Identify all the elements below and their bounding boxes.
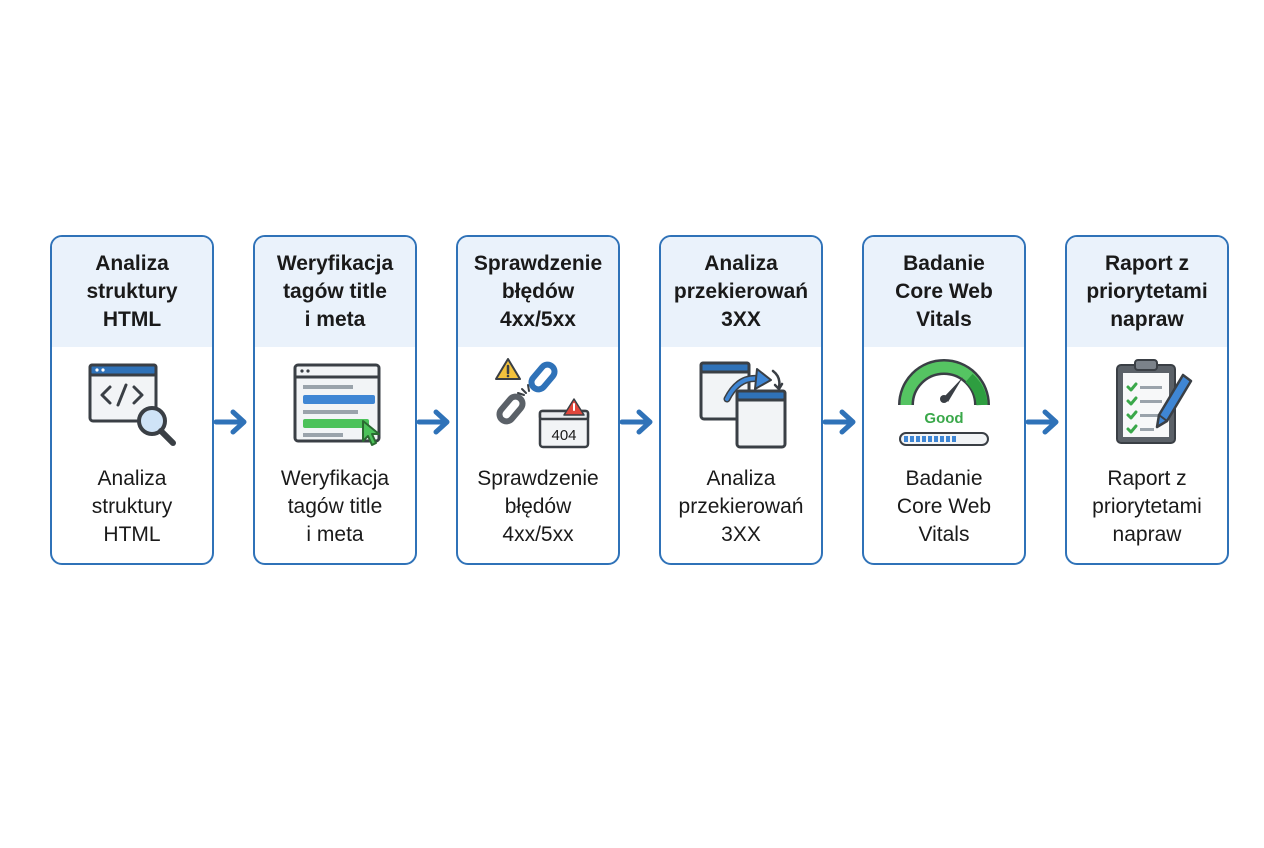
step-title: Raport z priorytetami napraw — [1086, 252, 1208, 331]
step-card-report: Raport z priorytetami napraw Raport z pr… — [1065, 235, 1229, 565]
speed-gauge-icon: Good — [884, 355, 1004, 455]
html-code-search-icon — [72, 355, 192, 455]
gauge-rating-label: Good — [924, 410, 963, 427]
meta-tags-page-icon — [275, 355, 395, 455]
step-card-redirects: Analiza przekierowań 3XX Analiza przekie… — [659, 235, 823, 565]
arrow-right-icon — [1025, 406, 1065, 438]
step-card-meta-tags: Weryfikacja tagów title i meta Weryfikac… — [253, 235, 417, 565]
step-title: Badanie Core Web Vitals — [895, 252, 993, 331]
step-description: Badanie Core Web Vitals — [896, 467, 992, 546]
step-card-core-web-vitals: Badanie Core Web Vitals Good Badanie Cor… — [862, 235, 1026, 565]
arrow-right-icon — [619, 406, 659, 438]
redirect-windows-icon — [681, 355, 801, 455]
step-description: Sprawdzenie błędów 4xx/5xx — [477, 467, 599, 546]
step-title: Sprawdzenie błędów 4xx/5xx — [473, 252, 603, 331]
step-card-http-errors: Sprawdzenie błędów 4xx/5xx 404 Sprawdzen… — [456, 235, 620, 565]
step-description: Raport z priorytetami napraw — [1092, 467, 1202, 546]
arrow-right-icon — [213, 406, 253, 438]
error-code-label: 404 — [551, 427, 576, 444]
step-title: Analiza przekierowań 3XX — [673, 252, 809, 331]
step-header: Analiza przekierowań 3XX — [661, 237, 821, 347]
clipboard-report-icon — [1087, 355, 1207, 455]
step-header: Badanie Core Web Vitals — [864, 237, 1024, 347]
step-card-html-structure: Analiza struktury HTML Analiza struktury… — [50, 235, 214, 565]
arrow-right-icon — [416, 406, 456, 438]
step-title: Analiza struktury HTML — [86, 252, 178, 331]
step-header: Sprawdzenie błędów 4xx/5xx — [458, 237, 618, 347]
step-description: Analiza struktury HTML — [91, 467, 173, 546]
step-title: Weryfikacja tagów title i meta — [276, 252, 394, 331]
broken-link-icon: 404 — [478, 355, 598, 455]
arrow-right-icon — [822, 406, 862, 438]
step-description: Analiza przekierowań 3XX — [678, 467, 804, 546]
step-header: Weryfikacja tagów title i meta — [255, 237, 415, 347]
step-description: Weryfikacja tagów title i meta — [280, 467, 390, 546]
step-header: Raport z priorytetami napraw — [1067, 237, 1227, 347]
step-header: Analiza struktury HTML — [52, 237, 212, 347]
